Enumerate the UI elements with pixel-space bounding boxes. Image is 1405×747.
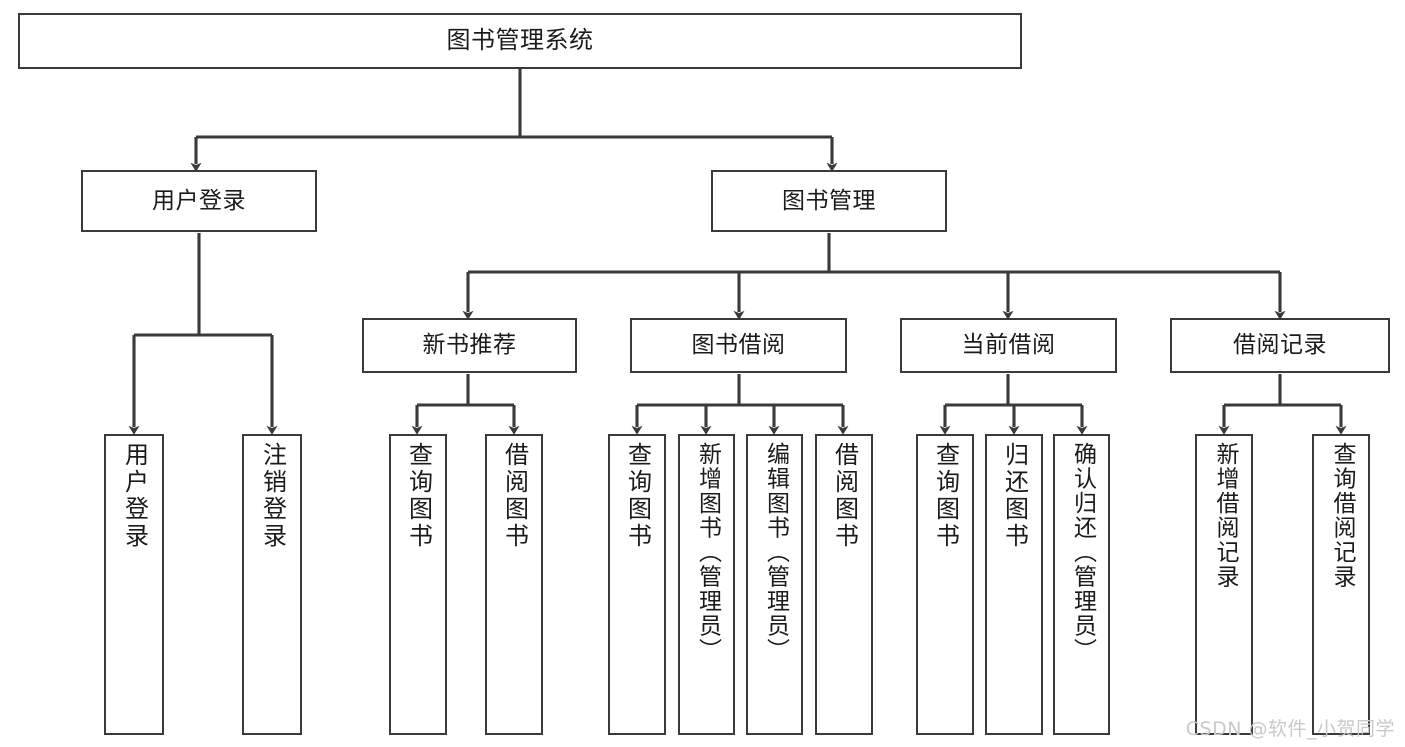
node-label: 图书管理系统 [446,26,594,55]
leaf-query-book-recommend[interactable]: 查询图书 [389,434,447,735]
leaf-borrow-book-recommend[interactable]: 借阅图书 [485,434,543,735]
node-label: 查询借阅记录 [1328,442,1355,589]
node-label: 新增借阅记录 [1211,442,1238,589]
node-label: 新书推荐 [422,332,517,359]
node-label: 编辑图书（管理员） [762,442,789,663]
node-label: 借阅图书 [830,442,859,550]
node-label: 归还图书 [1000,442,1029,550]
csdn-watermark: CSDN @软件_小贺同学 [1185,718,1395,740]
node-label: 用户登录 [120,442,149,550]
leaf-logout[interactable]: 注销登录 [242,434,302,735]
node-label: 图书借阅 [691,332,786,359]
node-label: 用户登录 [152,187,246,214]
node-book-borrowing[interactable]: 图书借阅 [630,318,847,373]
node-borrowing-record[interactable]: 借阅记录 [1170,318,1390,373]
node-label: 当前借阅 [961,332,1056,359]
leaf-add-borrow-record[interactable]: 新增借阅记录 [1195,434,1253,735]
leaf-user-login[interactable]: 用户登录 [104,434,164,735]
leaf-return-book[interactable]: 归还图书 [985,434,1043,735]
node-current-borrowing[interactable]: 当前借阅 [900,318,1117,373]
leaf-query-book-borrow[interactable]: 查询图书 [608,434,666,735]
node-user-login[interactable]: 用户登录 [81,170,317,232]
node-label: 借阅图书 [500,442,529,550]
leaf-edit-book-admin[interactable]: 编辑图书（管理员） [746,434,803,735]
node-label: 查询图书 [931,442,960,550]
node-label: 新增图书（管理员） [694,442,721,663]
leaf-query-book-current[interactable]: 查询图书 [916,434,974,735]
node-root-book-management-system[interactable]: 图书管理系统 [18,13,1022,69]
node-label: 查询图书 [623,442,652,550]
node-label: 注销登录 [258,442,287,550]
leaf-borrow-book[interactable]: 借阅图书 [815,434,873,735]
leaf-query-borrow-record[interactable]: 查询借阅记录 [1312,434,1370,735]
node-label: 查询图书 [404,442,433,550]
node-label: 确认归还（管理员） [1069,442,1096,663]
node-label: 图书管理 [782,187,876,214]
leaf-add-book-admin[interactable]: 新增图书（管理员） [678,434,735,735]
node-label: 借阅记录 [1233,332,1327,359]
node-new-book-recommendation[interactable]: 新书推荐 [362,318,577,373]
node-book-management[interactable]: 图书管理 [711,170,947,232]
leaf-confirm-return-admin[interactable]: 确认归还（管理员） [1053,434,1110,735]
